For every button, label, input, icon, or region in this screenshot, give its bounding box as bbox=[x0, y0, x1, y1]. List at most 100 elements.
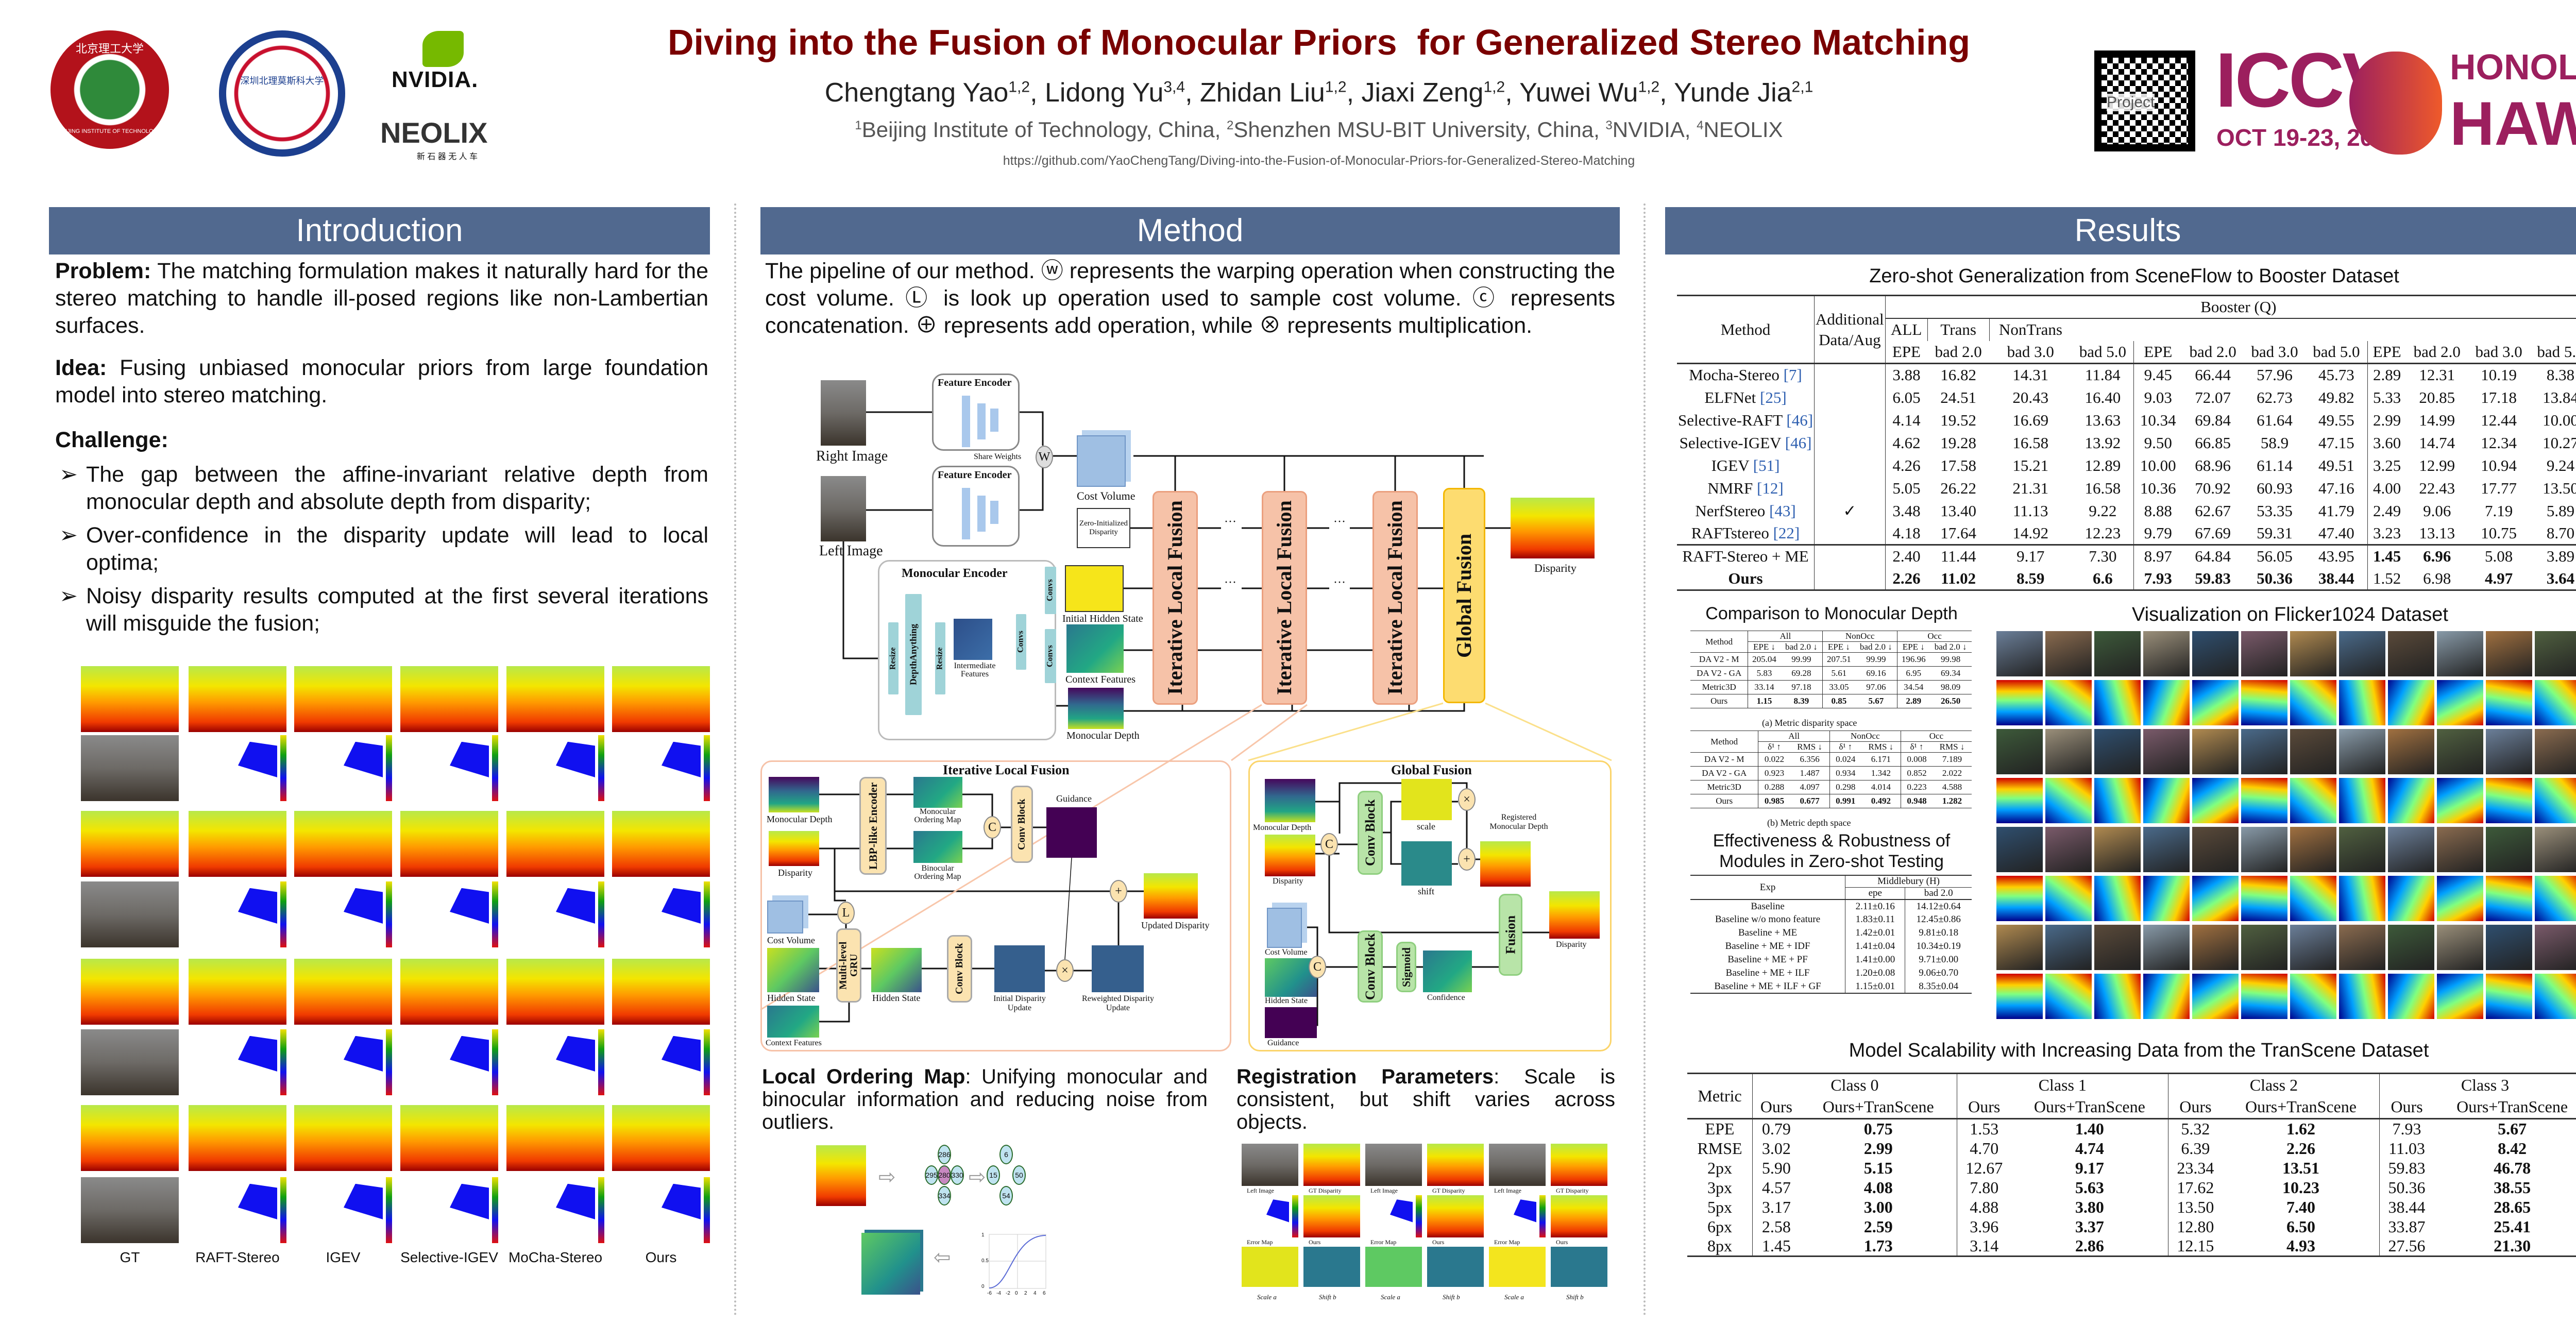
col-header-group: NonOcc bbox=[1829, 731, 1901, 742]
header-row: δ¹ ↑RMS ↓δ¹ ↑RMS ↓δ¹ ↑RMS ↓ bbox=[1690, 741, 1972, 753]
experiment-name: Baseline + ME + PF bbox=[1690, 953, 1846, 966]
lookup-operation-icon: L bbox=[837, 902, 855, 924]
qr-code[interactable]: Project bbox=[2094, 50, 2195, 151]
scalability-title: Model Scalability with Increasing Data f… bbox=[1849, 1040, 2429, 1061]
metric-value: 4.97 bbox=[2485, 569, 2513, 587]
ellipsis: ··· bbox=[1224, 576, 1236, 589]
metric-value: 11.02 bbox=[1941, 569, 1976, 587]
metric-value: 8.39 bbox=[1780, 694, 1823, 708]
method-name: Metric3D bbox=[1690, 780, 1759, 794]
method-label: Selective-IGEV bbox=[1679, 433, 1785, 452]
flicker-image bbox=[1996, 778, 2043, 823]
warp-operation-icon: W bbox=[1036, 446, 1053, 468]
metric-value: 0.223 bbox=[1907, 782, 1927, 792]
metric-value: 59.83 bbox=[2195, 569, 2231, 587]
gf-output-disparity-image bbox=[1549, 891, 1600, 939]
depth-anything-block: DepthAnything bbox=[905, 594, 922, 715]
sigmoid-x-tick: 6 bbox=[1043, 1291, 1046, 1296]
metric-value: 6.50 bbox=[2222, 1217, 2380, 1236]
col-header-group: ALL bbox=[1885, 318, 1928, 341]
idea-paragraph: Idea: Fusing unbiased monocular priors f… bbox=[55, 355, 708, 408]
flicker-image bbox=[2437, 974, 2483, 1019]
metric-value: 1.45 bbox=[1761, 1236, 1791, 1255]
col-header-metric: EPE ↓ bbox=[1902, 642, 1925, 652]
metric-value: 10.36 bbox=[2140, 479, 2176, 497]
citation-ref: [46] bbox=[1786, 411, 1814, 429]
metric-value: 69.34 bbox=[1941, 668, 1961, 678]
feature-encoder-left: Feature Encoder bbox=[932, 466, 1020, 547]
metric-value: 4.588 bbox=[1942, 782, 1962, 792]
gf-conv-block: Conv Block bbox=[1358, 791, 1383, 875]
metric-value: 50.36 bbox=[2388, 1178, 2426, 1197]
section-header-introduction: Introduction bbox=[49, 207, 710, 254]
flicker-image bbox=[2241, 631, 2287, 676]
metric-name: 5px bbox=[1687, 1197, 1753, 1217]
method-label: Mocha-Stereo bbox=[1689, 366, 1784, 384]
metric-value: 7.93 bbox=[2144, 569, 2172, 587]
metric-value: 41.79 bbox=[2305, 499, 2368, 522]
metric-value: 10.27 bbox=[2543, 433, 2576, 452]
metric-value: 8.88 bbox=[2144, 501, 2172, 520]
comparison-image bbox=[506, 666, 604, 732]
monocular-encoder-title: Monocular Encoder bbox=[902, 567, 1008, 580]
metric-value: 2.99 bbox=[1800, 1139, 1957, 1158]
col-header-group: NonTrans bbox=[1999, 320, 2062, 338]
metric-value: 25.41 bbox=[2494, 1217, 2531, 1236]
flicker-image bbox=[2486, 925, 2532, 970]
gf-conv-block-2: Conv Block bbox=[1358, 930, 1383, 1003]
gf-disparity-image bbox=[1265, 835, 1315, 876]
metric-value: 1.282 bbox=[1942, 796, 1962, 806]
metric-value: 4.57 bbox=[1761, 1178, 1791, 1197]
flicker-image bbox=[1996, 925, 2043, 970]
registration-label: Ours bbox=[1309, 1238, 1321, 1246]
comparison-image bbox=[612, 811, 710, 877]
col-header-epe: epe bbox=[1845, 887, 1906, 899]
flicker-image bbox=[2192, 876, 2239, 921]
metric-value: 5.05 bbox=[1892, 479, 1921, 497]
col-header-class: Class 0 bbox=[1752, 1073, 1957, 1096]
registration-image bbox=[1489, 1144, 1546, 1186]
arrow-right-icon: ⇨ bbox=[878, 1166, 896, 1189]
booster-results-table: Method Additional Data/Aug Booster (Q) A… bbox=[1677, 295, 2576, 591]
graph-node: 54 bbox=[999, 1186, 1013, 1206]
scale-image bbox=[1401, 779, 1452, 820]
metric-value: 34.54 bbox=[1904, 682, 1924, 692]
comparison-image bbox=[189, 1105, 286, 1171]
flicker-image bbox=[2192, 631, 2239, 676]
ilf-monocular-depth-image bbox=[769, 777, 819, 812]
registration-image bbox=[1365, 1195, 1422, 1237]
metric-value: 17.58 bbox=[1940, 456, 1977, 474]
column-label: GT bbox=[120, 1249, 140, 1265]
col-header-variant: Ours bbox=[1760, 1097, 1792, 1116]
metric-value: 17.77 bbox=[2481, 479, 2517, 497]
gf-cost-volume-label: Cost Volume bbox=[1265, 948, 1308, 957]
registration-label: Shift b bbox=[1319, 1293, 1336, 1301]
metric-value: 5.67 bbox=[1855, 694, 1898, 708]
metric-value: 16.82 bbox=[1940, 366, 1977, 384]
metric-value: 49.55 bbox=[2305, 409, 2368, 432]
initial-hidden-state-label: Initial Hidden State bbox=[1062, 613, 1143, 624]
metric-value: 3.60 bbox=[2373, 433, 2401, 452]
metric-value: 13.63 bbox=[2072, 409, 2134, 432]
col-header-metric: RMS ↓ bbox=[1939, 742, 1965, 752]
method-name: DA V2 - M bbox=[1690, 652, 1749, 667]
comparison-image bbox=[81, 735, 179, 801]
metric-value: 196.96 bbox=[1901, 654, 1926, 664]
registration-label: Error Map bbox=[1247, 1238, 1273, 1246]
metric-value: 3.25 bbox=[2373, 456, 2401, 474]
method-label: NMRF bbox=[1707, 479, 1757, 497]
flicker-image bbox=[2290, 974, 2336, 1019]
project-url[interactable]: https://github.com/YaoChengTang/Diving-i… bbox=[1003, 154, 1635, 168]
context-features-image bbox=[1066, 624, 1124, 673]
metric-value: 2.11±0.16 bbox=[1845, 899, 1906, 913]
